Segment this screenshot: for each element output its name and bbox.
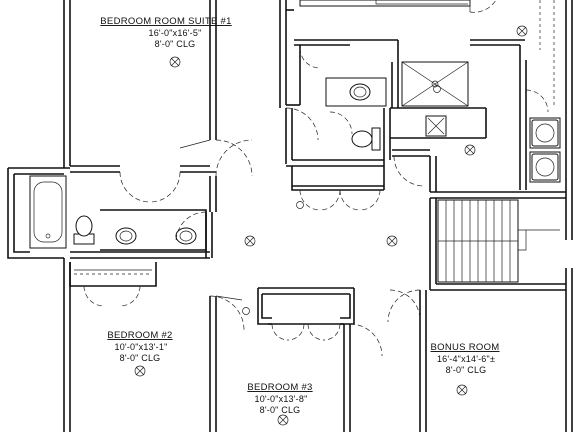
light-fixture-icon bbox=[277, 414, 289, 426]
room-size: 16'-4"x14'-6"± bbox=[437, 354, 495, 364]
stair bbox=[437, 199, 527, 283]
room-ceiling: 8'-0" CLG bbox=[260, 405, 301, 415]
room-ceiling: 8'-0" CLG bbox=[120, 353, 161, 363]
suite-walls bbox=[70, 0, 527, 212]
light-fixture-icon bbox=[516, 25, 528, 37]
light-fixture-icon bbox=[296, 201, 304, 209]
room-size: 10'-0"x13'-1" bbox=[115, 342, 168, 352]
light-fixture-icon bbox=[244, 235, 256, 247]
bath-2 bbox=[29, 175, 213, 287]
room-ceiling: 8'-0" CLG bbox=[155, 39, 196, 49]
master-bath bbox=[299, 0, 497, 151]
light-fixture-icon bbox=[169, 56, 181, 68]
room-label-bedroom-3: BEDROOM #3 10'-0"x13'-8" 8'-0" CLG bbox=[247, 382, 312, 415]
light-fixture-icon bbox=[134, 365, 146, 377]
light-fixture-icon bbox=[386, 235, 398, 247]
room-name: BEDROOM ROOM SUITE #1 bbox=[100, 16, 231, 27]
room-size: 16'-0"x16'-5" bbox=[149, 28, 202, 38]
light-fixture-icon bbox=[456, 384, 468, 396]
light-fixture-icon bbox=[242, 307, 250, 315]
room-label-suite-1: BEDROOM ROOM SUITE #1 16'-0"x16'-5" 8'-0… bbox=[100, 16, 231, 49]
room-name: BONUS ROOM bbox=[431, 342, 500, 353]
stair-laundry-walls bbox=[392, 0, 566, 291]
light-fixtures bbox=[134, 25, 528, 426]
light-fixture-icon bbox=[464, 144, 476, 156]
room-ceiling: 8'-0" CLG bbox=[446, 365, 487, 375]
light-fixture-icon bbox=[433, 85, 441, 93]
lower-walls bbox=[209, 287, 427, 432]
room-label-bonus-room: BONUS ROOM 16'-4"x14'-6"± 8'-0" CLG bbox=[431, 342, 500, 375]
room-size: 10'-0"x13'-8" bbox=[255, 394, 308, 404]
room-label-bedroom-2: BEDROOM #2 10'-0"x13'-1" 8'-0" CLG bbox=[107, 330, 172, 363]
doors bbox=[83, 47, 560, 357]
room-name: BEDROOM #3 bbox=[247, 382, 312, 393]
room-name: BEDROOM #2 bbox=[107, 330, 172, 341]
exterior-walls bbox=[7, 0, 573, 432]
